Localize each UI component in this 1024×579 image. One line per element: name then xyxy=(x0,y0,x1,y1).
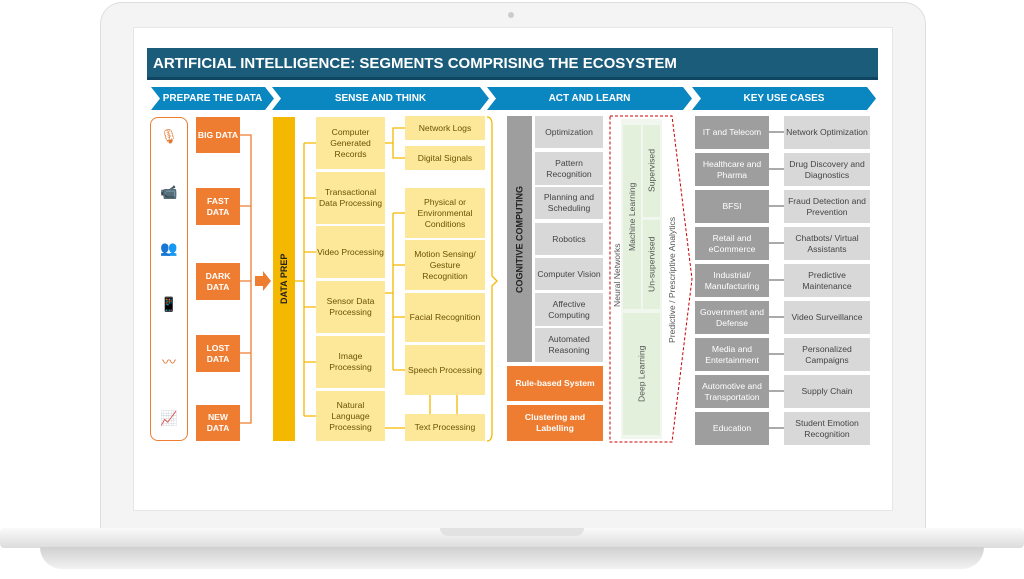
cognitive-item: Computer Vision xyxy=(535,258,603,290)
sense-primary-box: Image Processing xyxy=(316,336,385,388)
cognitive-item: Automated Reasoning xyxy=(535,328,603,362)
growth-chart-icon: 📈 xyxy=(160,410,178,426)
sense-secondary-box: Speech Processing xyxy=(405,345,485,395)
use-case-application: Chatbots/ Virtual Assistants xyxy=(784,227,870,260)
use-case-application: Supply Chain xyxy=(784,375,870,408)
analytics-label: Predictive / Prescriptive Analytics xyxy=(667,216,677,344)
use-case-industry: Healthcare and Pharma xyxy=(695,153,769,186)
use-case-industry: IT and Telecom xyxy=(695,116,769,149)
use-case-application: Network Optimization xyxy=(784,116,870,149)
laptop-base-bottom xyxy=(40,547,984,569)
sense-secondary-box: Motion Sensing/ Gesture Recognition xyxy=(405,240,485,290)
use-case-application: Fraud Detection and Prevention xyxy=(784,190,870,223)
people-group-icon: 👥 xyxy=(160,240,178,256)
sense-secondary-box: Digital Signals xyxy=(405,146,485,170)
supervised-box: Supervised xyxy=(643,125,660,217)
use-case-application: Video Surveillance xyxy=(784,301,870,334)
use-case-industry: BFSI xyxy=(695,190,769,223)
stage-sense: SENSE AND THINK xyxy=(272,87,489,110)
sense-primary-box: Video Processing xyxy=(316,226,385,278)
diagram-title: ARTIFICIAL INTELLIGENCE: SEGMENTS COMPRI… xyxy=(147,48,878,80)
sense-primary-box: Transactional Data Processing xyxy=(316,172,385,224)
data-source-icons-panel xyxy=(150,117,188,441)
webcam-icon xyxy=(508,12,514,18)
sense-primary-box: Sensor Data Processing xyxy=(316,281,385,333)
cctv-camera-icon: 📹 xyxy=(160,184,178,200)
stage-use-cases: KEY USE CASES xyxy=(692,87,876,110)
use-case-application: Predictive Maintenance xyxy=(784,264,870,297)
use-case-industry: Government and Defense xyxy=(695,301,769,334)
data-type-box: FAST DATA xyxy=(196,188,240,225)
use-case-application: Student Emotion Recognition xyxy=(784,412,870,445)
data-prep-bar: DATA PREP xyxy=(273,117,295,441)
deep-learning-box: Deep Learning xyxy=(623,313,660,435)
rule-based-system: Rule-based System xyxy=(507,366,603,401)
laptop-notch xyxy=(440,528,584,536)
use-case-industry: Automotive and Transportation xyxy=(695,375,769,408)
sense-primary-box: Natural Language Processing xyxy=(316,391,385,441)
sound-wave-icon: 〰 xyxy=(162,354,176,370)
unsupervised-box: Un-supervised xyxy=(643,220,660,309)
sense-secondary-box: Network Logs xyxy=(405,116,485,140)
stage-prepare: PREPARE THE DATA xyxy=(151,87,274,110)
mobile-touch-icon: 📱 xyxy=(160,296,178,312)
cognitive-item: Planning and Scheduling xyxy=(535,187,603,219)
use-case-industry: Media and Entertainment xyxy=(695,338,769,371)
data-type-box: BIG DATA xyxy=(196,117,240,153)
cognitive-item: Optimization xyxy=(535,116,603,148)
use-case-application: Personalized Campaigns xyxy=(784,338,870,371)
data-type-box: NEW DATA xyxy=(196,405,240,441)
neural-networks-label: Neural Networks xyxy=(612,243,622,307)
use-case-industry: Retail and eCommerce xyxy=(695,227,769,260)
use-case-application: Drug Discovery and Diagnostics xyxy=(784,153,870,186)
stage-act: ACT AND LEARN xyxy=(487,87,692,110)
cognitive-computing-bar: COGNITIVE COMPUTING xyxy=(507,116,532,362)
laptop-base xyxy=(0,528,1024,548)
microphone-icon: 🎙 xyxy=(160,128,178,144)
sense-secondary-box: Physical or Environmental Conditions xyxy=(405,188,485,238)
sense-secondary-box: Text Processing xyxy=(405,414,485,441)
use-case-industry: Industrial/ Manufacturing xyxy=(695,264,769,297)
data-type-box: DARK DATA xyxy=(196,263,240,300)
clustering-labelling: Clustering and Labelling xyxy=(507,405,603,441)
cognitive-item: Pattern Recognition xyxy=(535,152,603,185)
sense-secondary-box: Facial Recognition xyxy=(405,293,485,342)
data-type-box: LOST DATA xyxy=(196,335,240,372)
cognitive-item: Robotics xyxy=(535,223,603,255)
sense-primary-box: Computer Generated Records xyxy=(316,117,385,169)
machine-learning-box: Machine Learning xyxy=(623,125,641,309)
use-case-industry: Education xyxy=(695,412,769,445)
cognitive-item: Affective Computing xyxy=(535,293,603,326)
